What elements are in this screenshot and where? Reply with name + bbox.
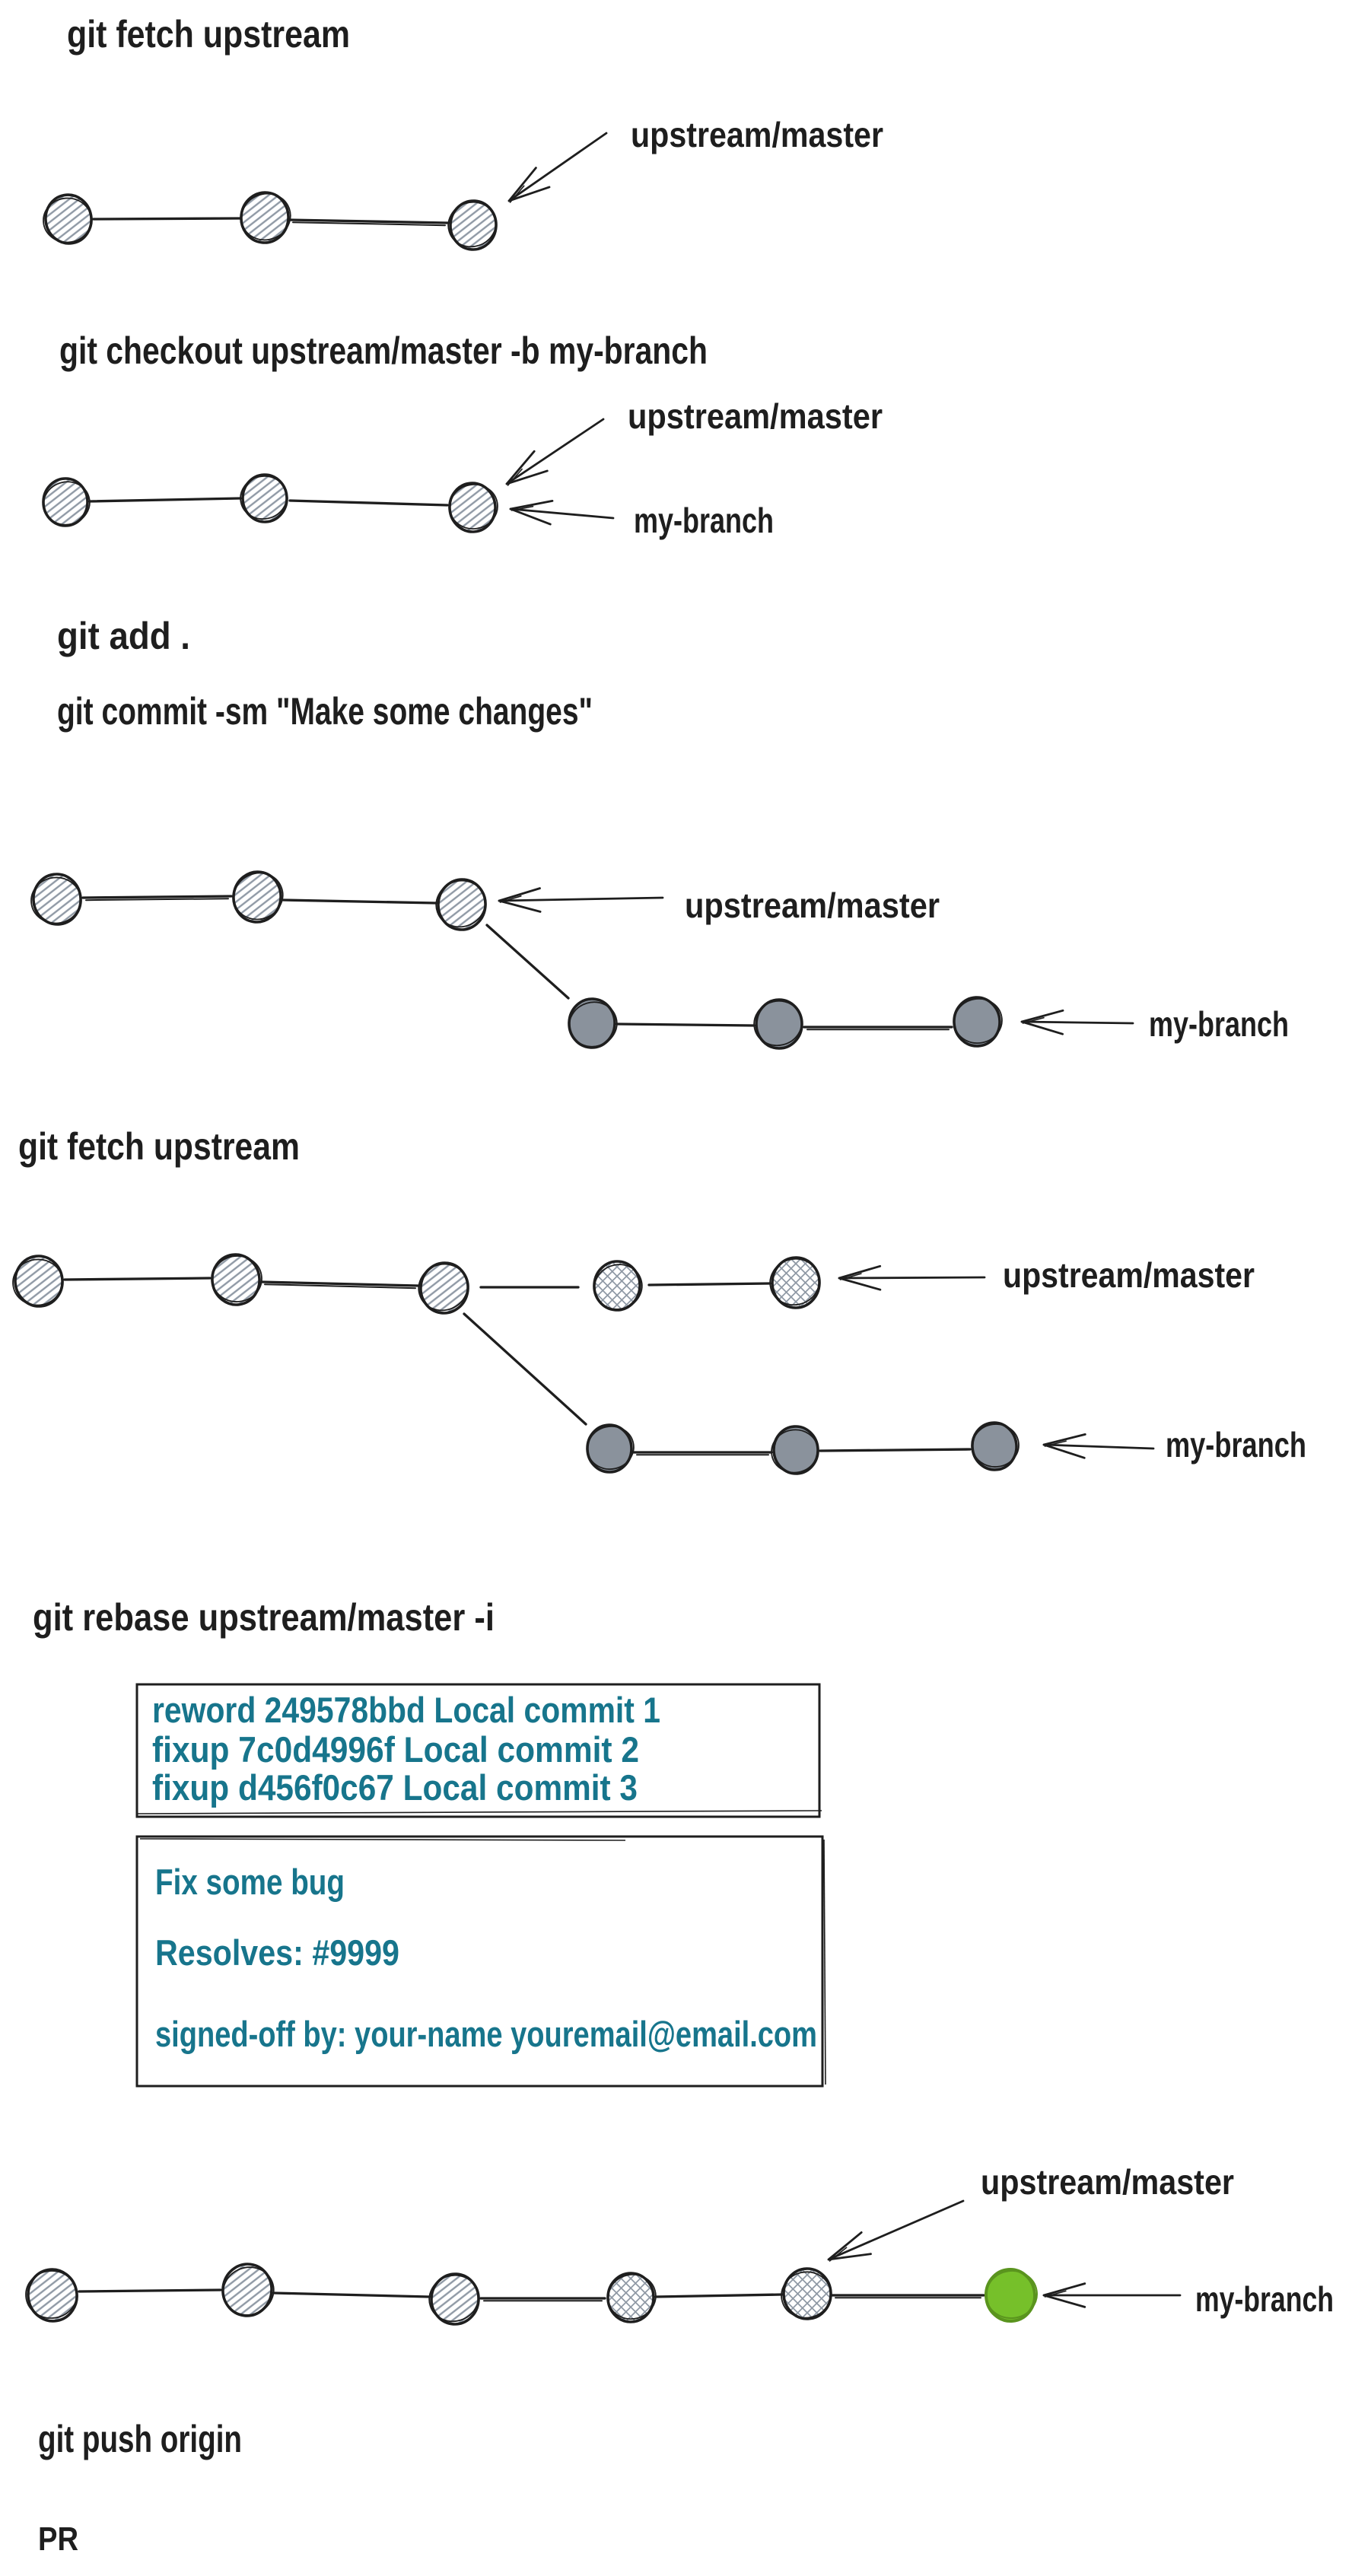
svg-text:Resolves: #9999: Resolves: #9999 <box>155 1932 399 1973</box>
svg-text:git fetch upstream: git fetch upstream <box>18 1125 300 1168</box>
svg-text:upstream/master: upstream/master <box>631 115 883 154</box>
svg-text:git add .: git add . <box>57 615 190 657</box>
svg-text:my-branch: my-branch <box>1149 1004 1289 1044</box>
svg-text:signed-off by: your-name youre: signed-off by: your-name youremail@email… <box>155 2014 817 2054</box>
svg-text:git rebase upstream/master -i: git rebase upstream/master -i <box>33 1596 495 1639</box>
svg-text:fixup d456f0c67 Local commit 3: fixup d456f0c67 Local commit 3 <box>152 1767 638 1808</box>
svg-text:Fix some bug: Fix some bug <box>155 1862 345 1902</box>
svg-text:upstream/master: upstream/master <box>1003 1255 1255 1295</box>
svg-text:git checkout upstream/master -: git checkout upstream/master -b my-branc… <box>59 329 708 372</box>
svg-text:fixup 7c0d4996f Local commit 2: fixup 7c0d4996f Local commit 2 <box>152 1729 639 1770</box>
svg-text:upstream/master: upstream/master <box>981 2162 1234 2202</box>
svg-text:git push origin: git push origin <box>38 2418 242 2460</box>
svg-text:my-branch: my-branch <box>1195 2279 1334 2319</box>
svg-text:upstream/master: upstream/master <box>628 396 883 436</box>
svg-text:PR: PR <box>38 2520 78 2558</box>
svg-text:git commit -sm "Make some chan: git commit -sm "Make some changes" <box>57 690 593 733</box>
svg-text:reword 249578bbd Local commit: reword 249578bbd Local commit 1 <box>152 1690 660 1730</box>
svg-text:git fetch upstream: git fetch upstream <box>67 13 350 56</box>
svg-text:upstream/master: upstream/master <box>685 886 940 925</box>
svg-text:my-branch: my-branch <box>634 501 774 540</box>
svg-text:my-branch: my-branch <box>1166 1425 1306 1465</box>
